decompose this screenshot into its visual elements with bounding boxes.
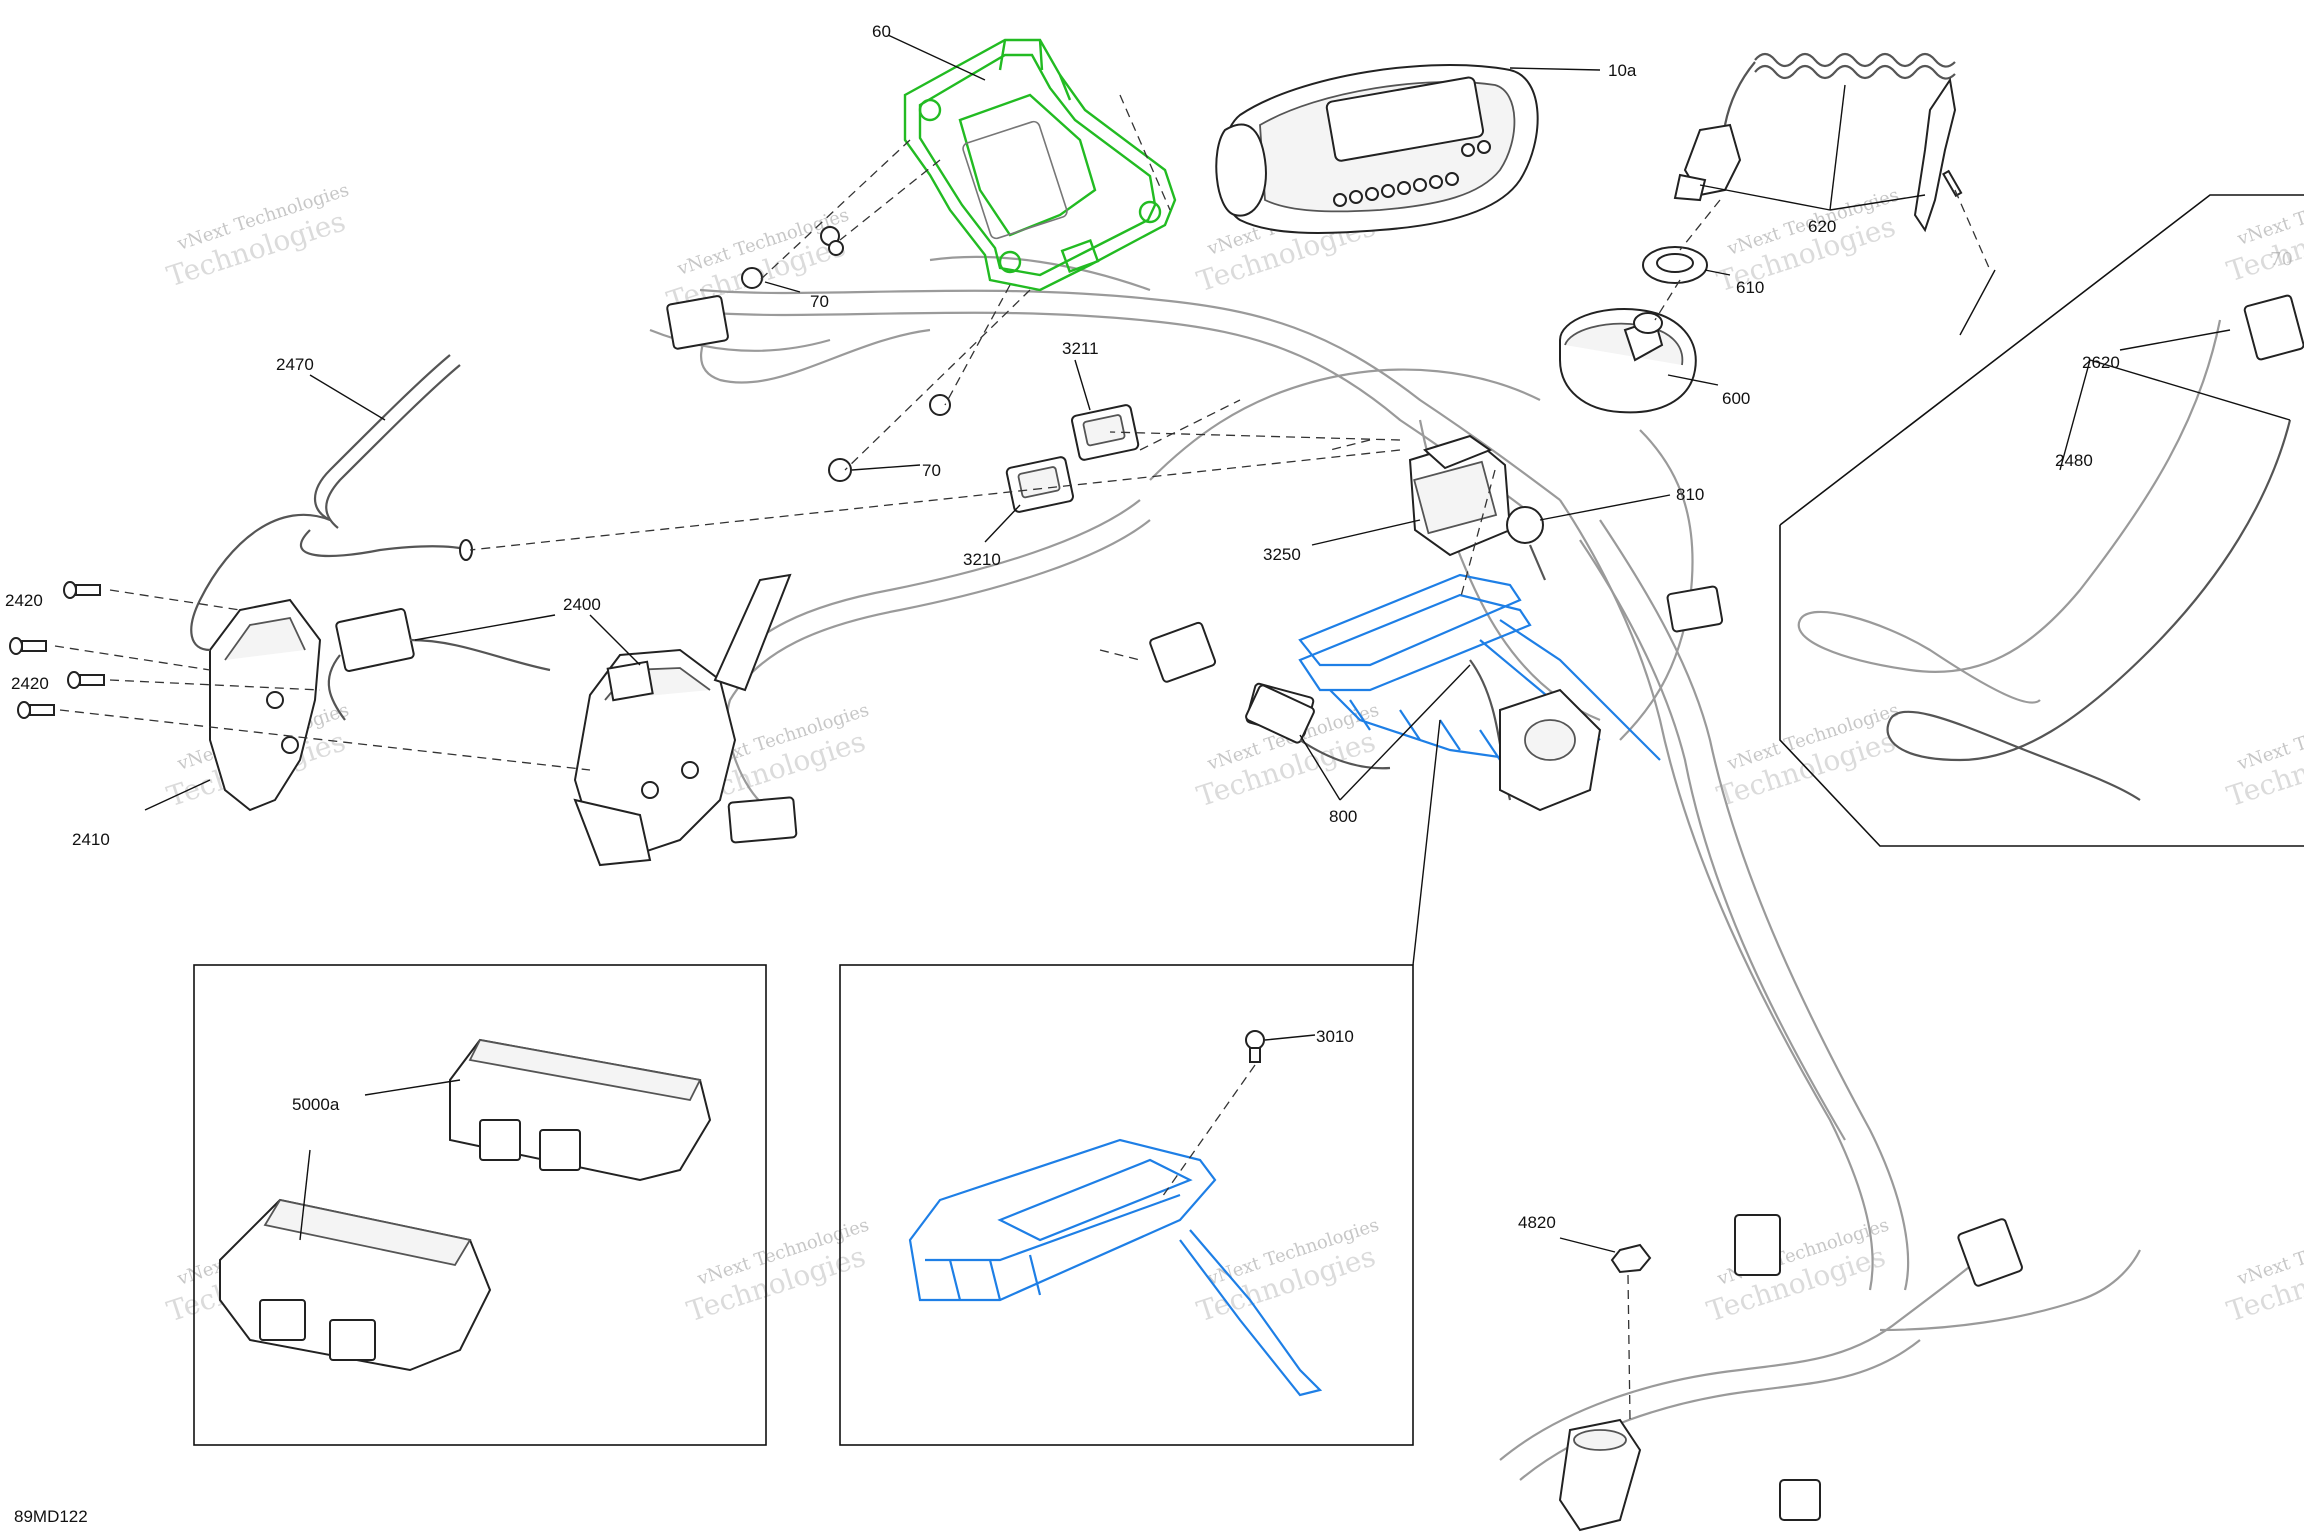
relay	[1558, 1418, 1642, 1532]
tether-cord-620[interactable]	[1673, 52, 1957, 233]
callout-60: 60	[872, 22, 891, 41]
harness-connectors	[666, 295, 2023, 1521]
callout-5000a: 5000a	[292, 1095, 340, 1114]
callout-10a: 10a	[1608, 61, 1637, 80]
screws-2420[interactable]	[9, 581, 105, 719]
callout-620: 620	[1808, 217, 1836, 236]
screw	[17, 701, 55, 719]
blue-module-3010[interactable]	[908, 1138, 1323, 1397]
callout-2420-b: 2420	[11, 674, 49, 693]
watermark: vNext Technologies Technologies	[2223, 700, 2304, 814]
inset-2480-detail: 70	[1779, 169, 2304, 847]
callout-610: 610	[1736, 278, 1764, 297]
sensor-810[interactable]	[1506, 506, 1547, 581]
ecu-module-top[interactable]	[449, 1038, 712, 1182]
nut-4820[interactable]	[1610, 1243, 1652, 1274]
callout-4820: 4820	[1518, 1213, 1556, 1232]
callout-2470: 2470	[276, 355, 314, 374]
watermark: vNext Technologies Technologies	[163, 180, 352, 294]
callout-810: 810	[1676, 485, 1704, 504]
callout-2410: 2410	[72, 830, 110, 849]
bracket-60-highlighted[interactable]	[903, 38, 1177, 292]
callout-70-b: 70	[922, 461, 941, 480]
callout-600: 600	[1722, 389, 1750, 408]
connector-3210[interactable]	[1005, 456, 1074, 513]
watermark: vNext Technologies Technologies	[2223, 1215, 2304, 1329]
callout-3250: 3250	[1263, 545, 1301, 564]
connector-3211[interactable]	[1071, 404, 1140, 461]
switch-housing-2400[interactable]	[573, 573, 792, 867]
screw-3010[interactable]	[1245, 1030, 1265, 1063]
ecu-module-bottom[interactable]	[219, 1198, 492, 1372]
watermark: vNext Technologies Technologies	[1193, 1215, 1382, 1329]
ring-610[interactable]	[1642, 246, 1708, 284]
screws-70[interactable]	[741, 226, 951, 482]
actuator	[1499, 688, 1602, 812]
screw	[9, 637, 47, 655]
diagram-reference-id: 89MD122	[14, 1507, 88, 1526]
callout-3010: 3010	[1316, 1027, 1354, 1046]
watermarks: vNext Technologies Technologies vNext Te…	[163, 175, 2304, 1329]
callout-2400: 2400	[563, 595, 601, 614]
callout-labels: 60 10a 620 610 600 70 70 3211 3210 2470 …	[5, 22, 2120, 1232]
callout-2620: 2620	[2082, 353, 2120, 372]
callout-2480: 2480	[2055, 451, 2093, 470]
screw	[63, 581, 101, 599]
switch-3250[interactable]	[1408, 434, 1512, 557]
watermark: vNext Technologies Technologies	[2223, 175, 2304, 289]
screw	[67, 671, 105, 689]
inset-truncated-callout: 70	[2270, 249, 2293, 270]
ignition-switch-600[interactable]	[1559, 308, 1697, 414]
lower-cover-2410[interactable]	[209, 598, 322, 812]
connector-2400-plug[interactable]	[327, 608, 551, 721]
callout-800: 800	[1329, 807, 1357, 826]
gauge-button-row	[1333, 140, 1491, 207]
callout-2420-a: 2420	[5, 591, 43, 610]
inset-3010-box	[839, 719, 1441, 1446]
callout-3211: 3211	[1062, 339, 1099, 358]
callout-3210: 3210	[963, 550, 1001, 569]
inset-5000a-box	[193, 964, 767, 1446]
leader-lines	[144, 34, 2291, 1253]
antenna-2470[interactable]	[190, 354, 473, 652]
assembly-lines	[54, 94, 1991, 1421]
callout-70-a: 70	[810, 292, 829, 311]
watermark: vNext Technologies Technologies	[1713, 700, 1902, 814]
watermark: vNext Technologies Technologies	[683, 1215, 872, 1329]
gauge-cluster-10a[interactable]	[1215, 64, 1539, 234]
